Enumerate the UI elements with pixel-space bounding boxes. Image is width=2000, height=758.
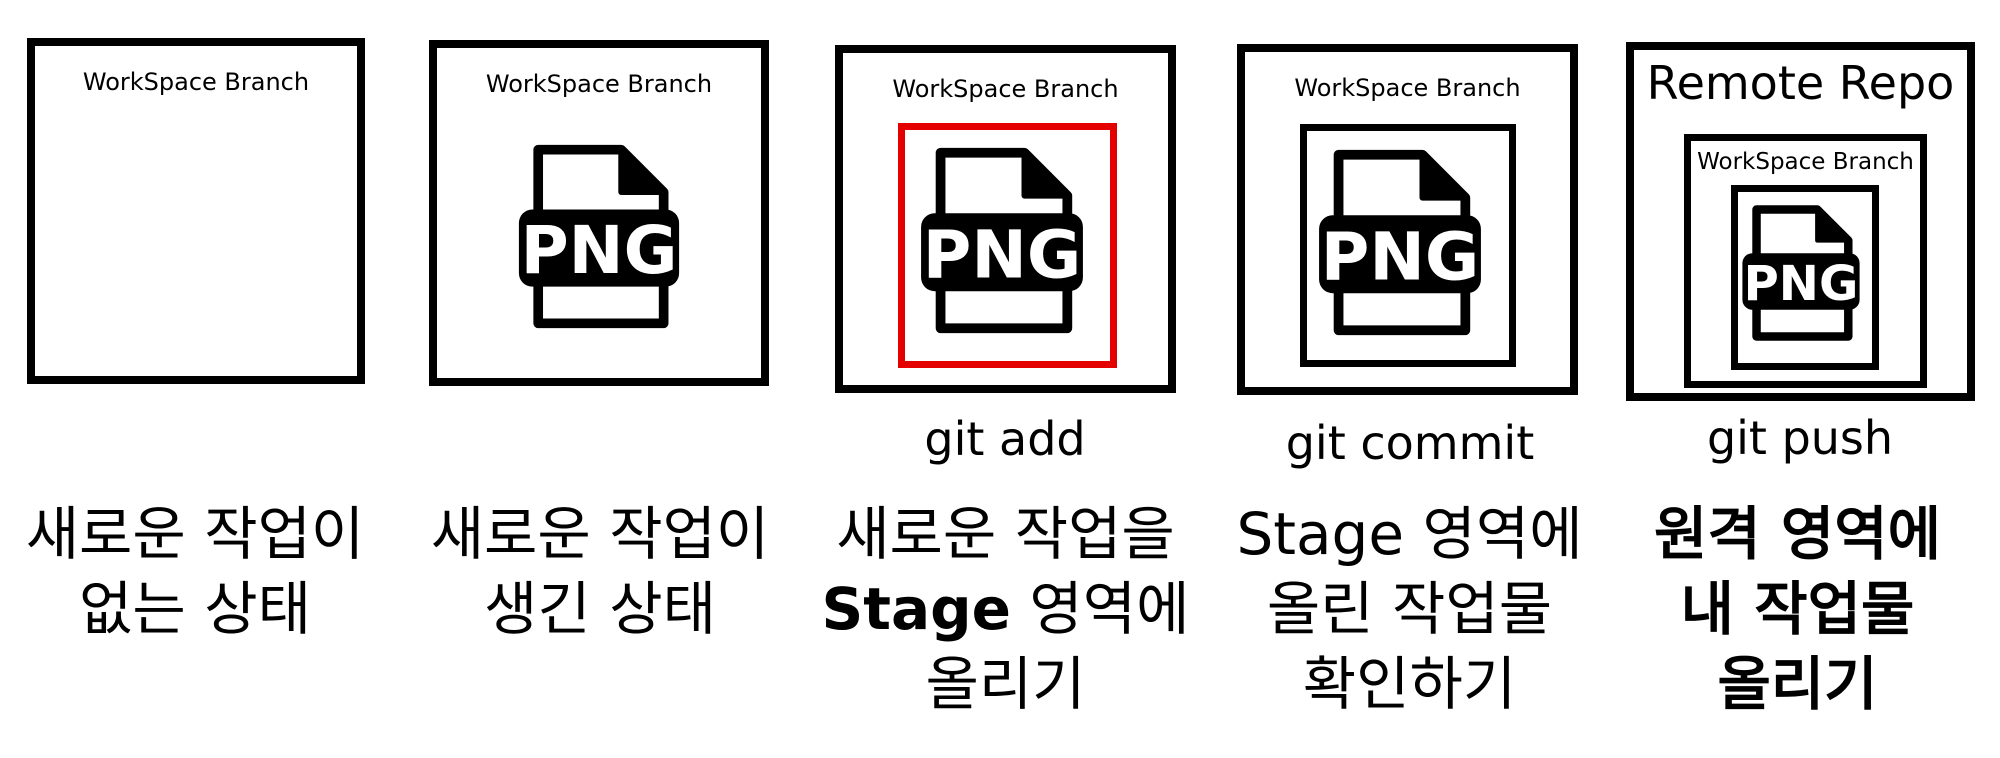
workspace-box-4: WorkSpace Branch (1237, 44, 1578, 395)
panel-4-description: Stage 영역에 올린 작업물 확인하기 (1212, 497, 1607, 722)
png-icon-text: PNG (521, 213, 678, 289)
description-line: 올린 작업물 (1266, 575, 1553, 643)
description-line: 확인하기 (1302, 650, 1517, 718)
workspace-box-1: WorkSpace Branch (27, 38, 365, 384)
workspace-box-5: WorkSpace Branch (1684, 134, 1927, 388)
workspace-branch-label: WorkSpace Branch (485, 70, 713, 98)
description-line: 올리기 (925, 650, 1086, 718)
description-line-rest: 영역에 (1010, 575, 1190, 643)
png-file-icon: PNG (518, 144, 680, 329)
workspace-box-3: WorkSpace Branch (835, 45, 1176, 393)
description-line: 원격 영역에 (1654, 500, 1941, 568)
description-line: 없는 상태 (79, 575, 311, 643)
git-add-command: git add (924, 412, 1086, 466)
stage-keyword: Stage (821, 575, 1011, 643)
description-line: Stage 영역에 (808, 572, 1203, 647)
git-commit-command: git commit (1285, 416, 1535, 470)
workspace-branch-label: WorkSpace Branch (1294, 74, 1521, 102)
commit-container (1731, 185, 1879, 370)
commit-container (1300, 124, 1516, 367)
png-file-icon: PNG (921, 147, 1083, 334)
git-push-command: git push (1706, 411, 1894, 465)
description-line: 새로운 작업이 (430, 500, 770, 568)
workspace-branch-label: WorkSpace Branch (1697, 149, 1914, 175)
png-file-icon: PNG (1319, 149, 1481, 336)
png-icon-text: PNG (923, 216, 1082, 294)
panel-2-description: 새로운 작업이 생긴 상태 (405, 497, 795, 647)
png-icon-text: PNG (1321, 218, 1480, 296)
description-line: 새로운 작업이 (25, 500, 365, 568)
panel-3-description: 새로운 작업을 Stage 영역에 올리기 (808, 497, 1203, 722)
description-line: 새로운 작업을 (836, 500, 1175, 568)
description-line: 내 작업물 (1680, 575, 1915, 643)
panel-1-description: 새로운 작업이 없는 상태 (0, 497, 390, 647)
workspace-box-2: WorkSpace Branch (429, 40, 769, 386)
description-line: Stage 영역에 (1236, 500, 1583, 568)
workspace-branch-label: WorkSpace Branch (82, 68, 310, 96)
description-line: 올리기 (1717, 650, 1878, 718)
workspace-branch-label: WorkSpace Branch (892, 75, 1119, 103)
png-icon-text: PNG (1744, 256, 1859, 312)
remote-repo-label: Remote Repo (1646, 56, 1955, 110)
stage-area-highlight (898, 123, 1117, 368)
panel-5-description: 원격 영역에 내 작업물 올리기 (1600, 497, 1995, 722)
png-file-icon: PNG (1742, 205, 1860, 341)
description-line: 생긴 상태 (484, 575, 716, 643)
